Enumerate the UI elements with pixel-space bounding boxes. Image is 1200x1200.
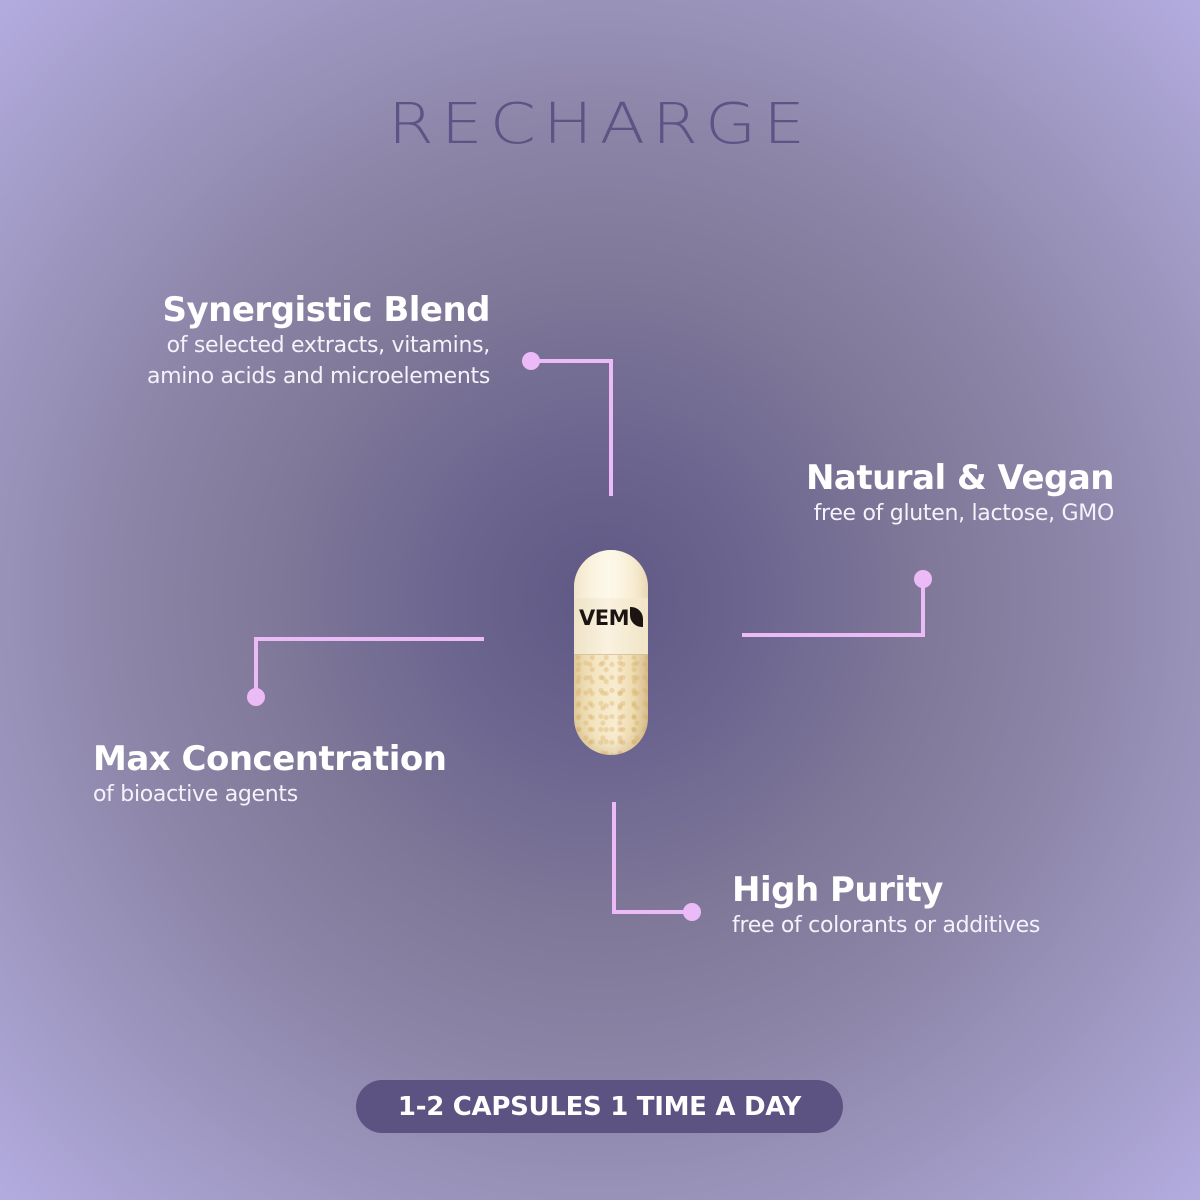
feature-heading: Max Concentration (93, 739, 447, 779)
feature-max-concentration: Max Concentration of bioactive agents (93, 739, 447, 810)
feature-synergistic-blend: Synergistic Blend of selected extracts, … (146, 290, 491, 392)
capsule-imprint: VEM (574, 606, 648, 630)
connector-line-vertical (254, 637, 258, 697)
feature-description-line: of selected extracts, vitamins, (166, 333, 491, 358)
feature-heading: High Purity (732, 870, 943, 910)
connector-line-vertical (612, 802, 616, 914)
capsule-imprint-text: VEM (579, 606, 630, 630)
connector-line-horizontal (254, 637, 484, 641)
leaf-icon (630, 607, 643, 627)
feature-description-line: free of colorants or additives (732, 913, 1041, 938)
capsule-powder (574, 654, 648, 755)
feature-heading: Natural & Vegan (805, 458, 1115, 498)
connector-dot (683, 903, 701, 921)
connector-dot (247, 688, 265, 706)
dosage-badge-text: 1-2 CAPSULES 1 TIME A DAY (397, 1091, 802, 1122)
feature-description-line: of bioactive agents (93, 782, 298, 807)
feature-high-purity: High Purity free of colorants or additiv… (732, 870, 1040, 941)
connector-line-vertical (921, 579, 925, 637)
capsule-image: VEM (574, 550, 648, 755)
product-title: RECHARGE (387, 92, 813, 157)
connector-line-horizontal (742, 633, 925, 637)
feature-natural-vegan: Natural & Vegan free of gluten, lactose,… (805, 458, 1115, 529)
dosage-badge: 1-2 CAPSULES 1 TIME A DAY (356, 1080, 843, 1133)
connector-line-vertical (609, 359, 613, 496)
connector-line-horizontal (531, 359, 613, 363)
feature-heading: Synergistic Blend (162, 290, 491, 330)
feature-description-line: amino acids and microelements (146, 364, 490, 389)
feature-description-line: free of gluten, lactose, GMO (813, 501, 1115, 526)
connector-line-horizontal (612, 910, 692, 914)
